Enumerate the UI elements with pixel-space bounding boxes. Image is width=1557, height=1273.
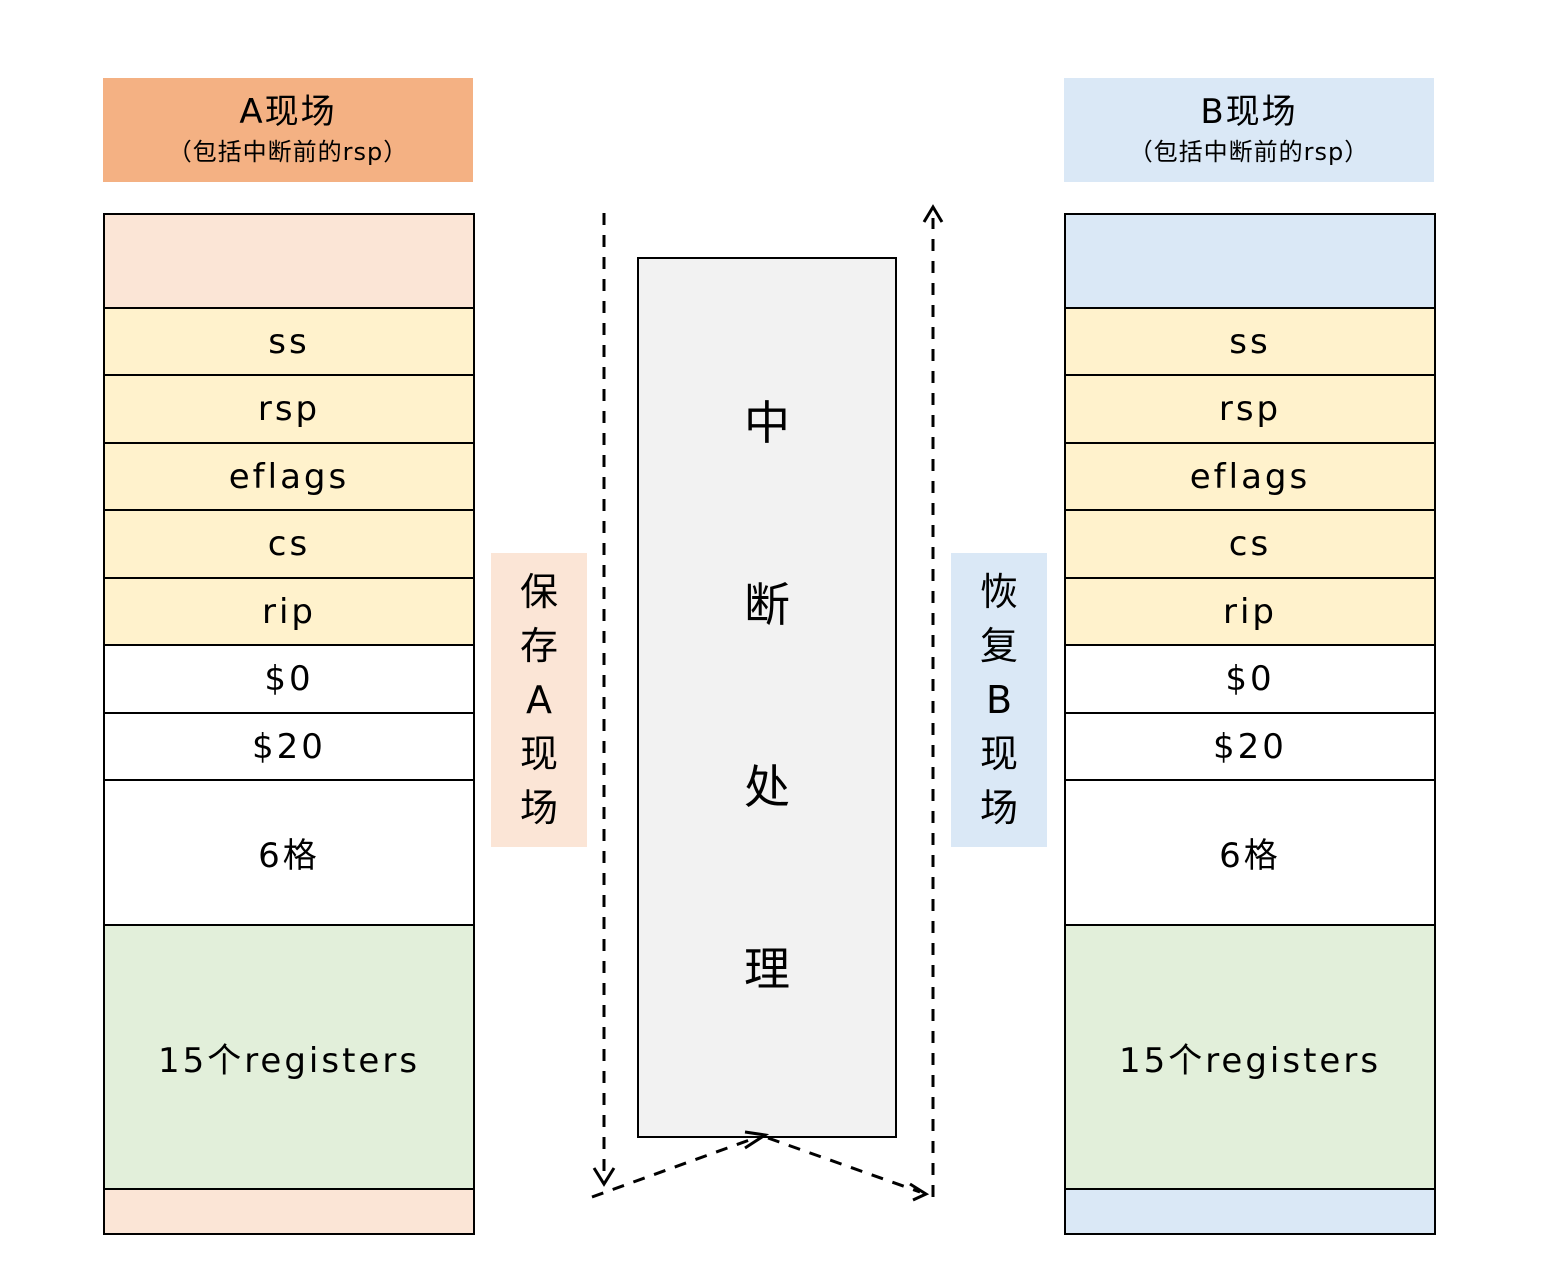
save-label-char: 保 [519, 570, 558, 614]
scene-a-header: A现场 （包括中断前的rsp） [103, 78, 473, 182]
stack-b: ss rsp eflags cs rip $0 $20 6格 15个regist… [1064, 213, 1436, 1235]
restore-label-char: 现 [979, 732, 1018, 776]
stack-b-bottom-pad [1066, 1188, 1434, 1233]
stack-a-registers: 15个registers [105, 924, 473, 1188]
stack-a-eflags: eflags [105, 442, 473, 509]
arrow-head-down [592, 1167, 616, 1187]
interrupt-handler-box: 中 断 处 理 [637, 257, 897, 1138]
stack-a-rip: rip [105, 577, 473, 644]
restore-label-char: 复 [979, 624, 1018, 668]
restore-label-char: B [985, 678, 1013, 722]
save-scene-a-label: 保 存 A 现 场 [491, 553, 587, 847]
scene-b-title: B现场 [1200, 92, 1298, 132]
stack-b-ss: ss [1066, 307, 1434, 374]
stack-a-ss: ss [105, 307, 473, 374]
handler-label-char: 理 [744, 942, 790, 996]
stack-b-cs: cs [1066, 509, 1434, 577]
stack-b-zero: $0 [1066, 644, 1434, 712]
to-handler-arrow-line [591, 1136, 756, 1199]
handler-label-char: 处 [744, 760, 790, 814]
handler-label-char: 断 [744, 578, 790, 632]
arrow-head-handler [744, 1130, 770, 1150]
stack-b-registers: 15个registers [1066, 924, 1434, 1188]
save-label-char: A [526, 678, 552, 722]
stack-b-rsp: rsp [1066, 374, 1434, 442]
stack-a-twenty: $20 [105, 712, 473, 779]
scene-a-subtitle: （包括中断前的rsp） [167, 138, 409, 166]
scene-b-subtitle: （包括中断前的rsp） [1128, 138, 1370, 166]
stack-a: ss rsp eflags cs rip $0 $20 6格 15个regist… [103, 213, 475, 1235]
scene-b-header: B现场 （包括中断前的rsp） [1064, 78, 1434, 182]
stack-b-top-pad [1066, 215, 1434, 307]
stack-a-rsp: rsp [105, 374, 473, 442]
stack-b-six: 6格 [1066, 779, 1434, 924]
stack-b-eflags: eflags [1066, 442, 1434, 509]
stack-a-bottom-pad [105, 1188, 473, 1233]
handler-label-char: 中 [744, 396, 790, 450]
restore-scene-b-label: 恢 复 B 现 场 [951, 553, 1047, 847]
stack-a-top-pad [105, 215, 473, 307]
save-label-char: 存 [519, 624, 558, 668]
stack-a-cs: cs [105, 509, 473, 577]
stack-a-six: 6格 [105, 779, 473, 924]
restore-label-char: 场 [979, 786, 1018, 830]
arrow-head-right [909, 1182, 930, 1202]
stack-b-rip: rip [1066, 577, 1434, 644]
stack-b-twenty: $20 [1066, 712, 1434, 779]
save-label-char: 场 [519, 786, 558, 830]
stack-a-zero: $0 [105, 644, 473, 712]
scene-a-title: A现场 [239, 92, 337, 132]
arrow-head-up [922, 204, 944, 223]
from-handler-arrow-line [767, 1136, 921, 1194]
restore-label-char: 恢 [979, 570, 1018, 614]
save-label-char: 现 [519, 732, 558, 776]
